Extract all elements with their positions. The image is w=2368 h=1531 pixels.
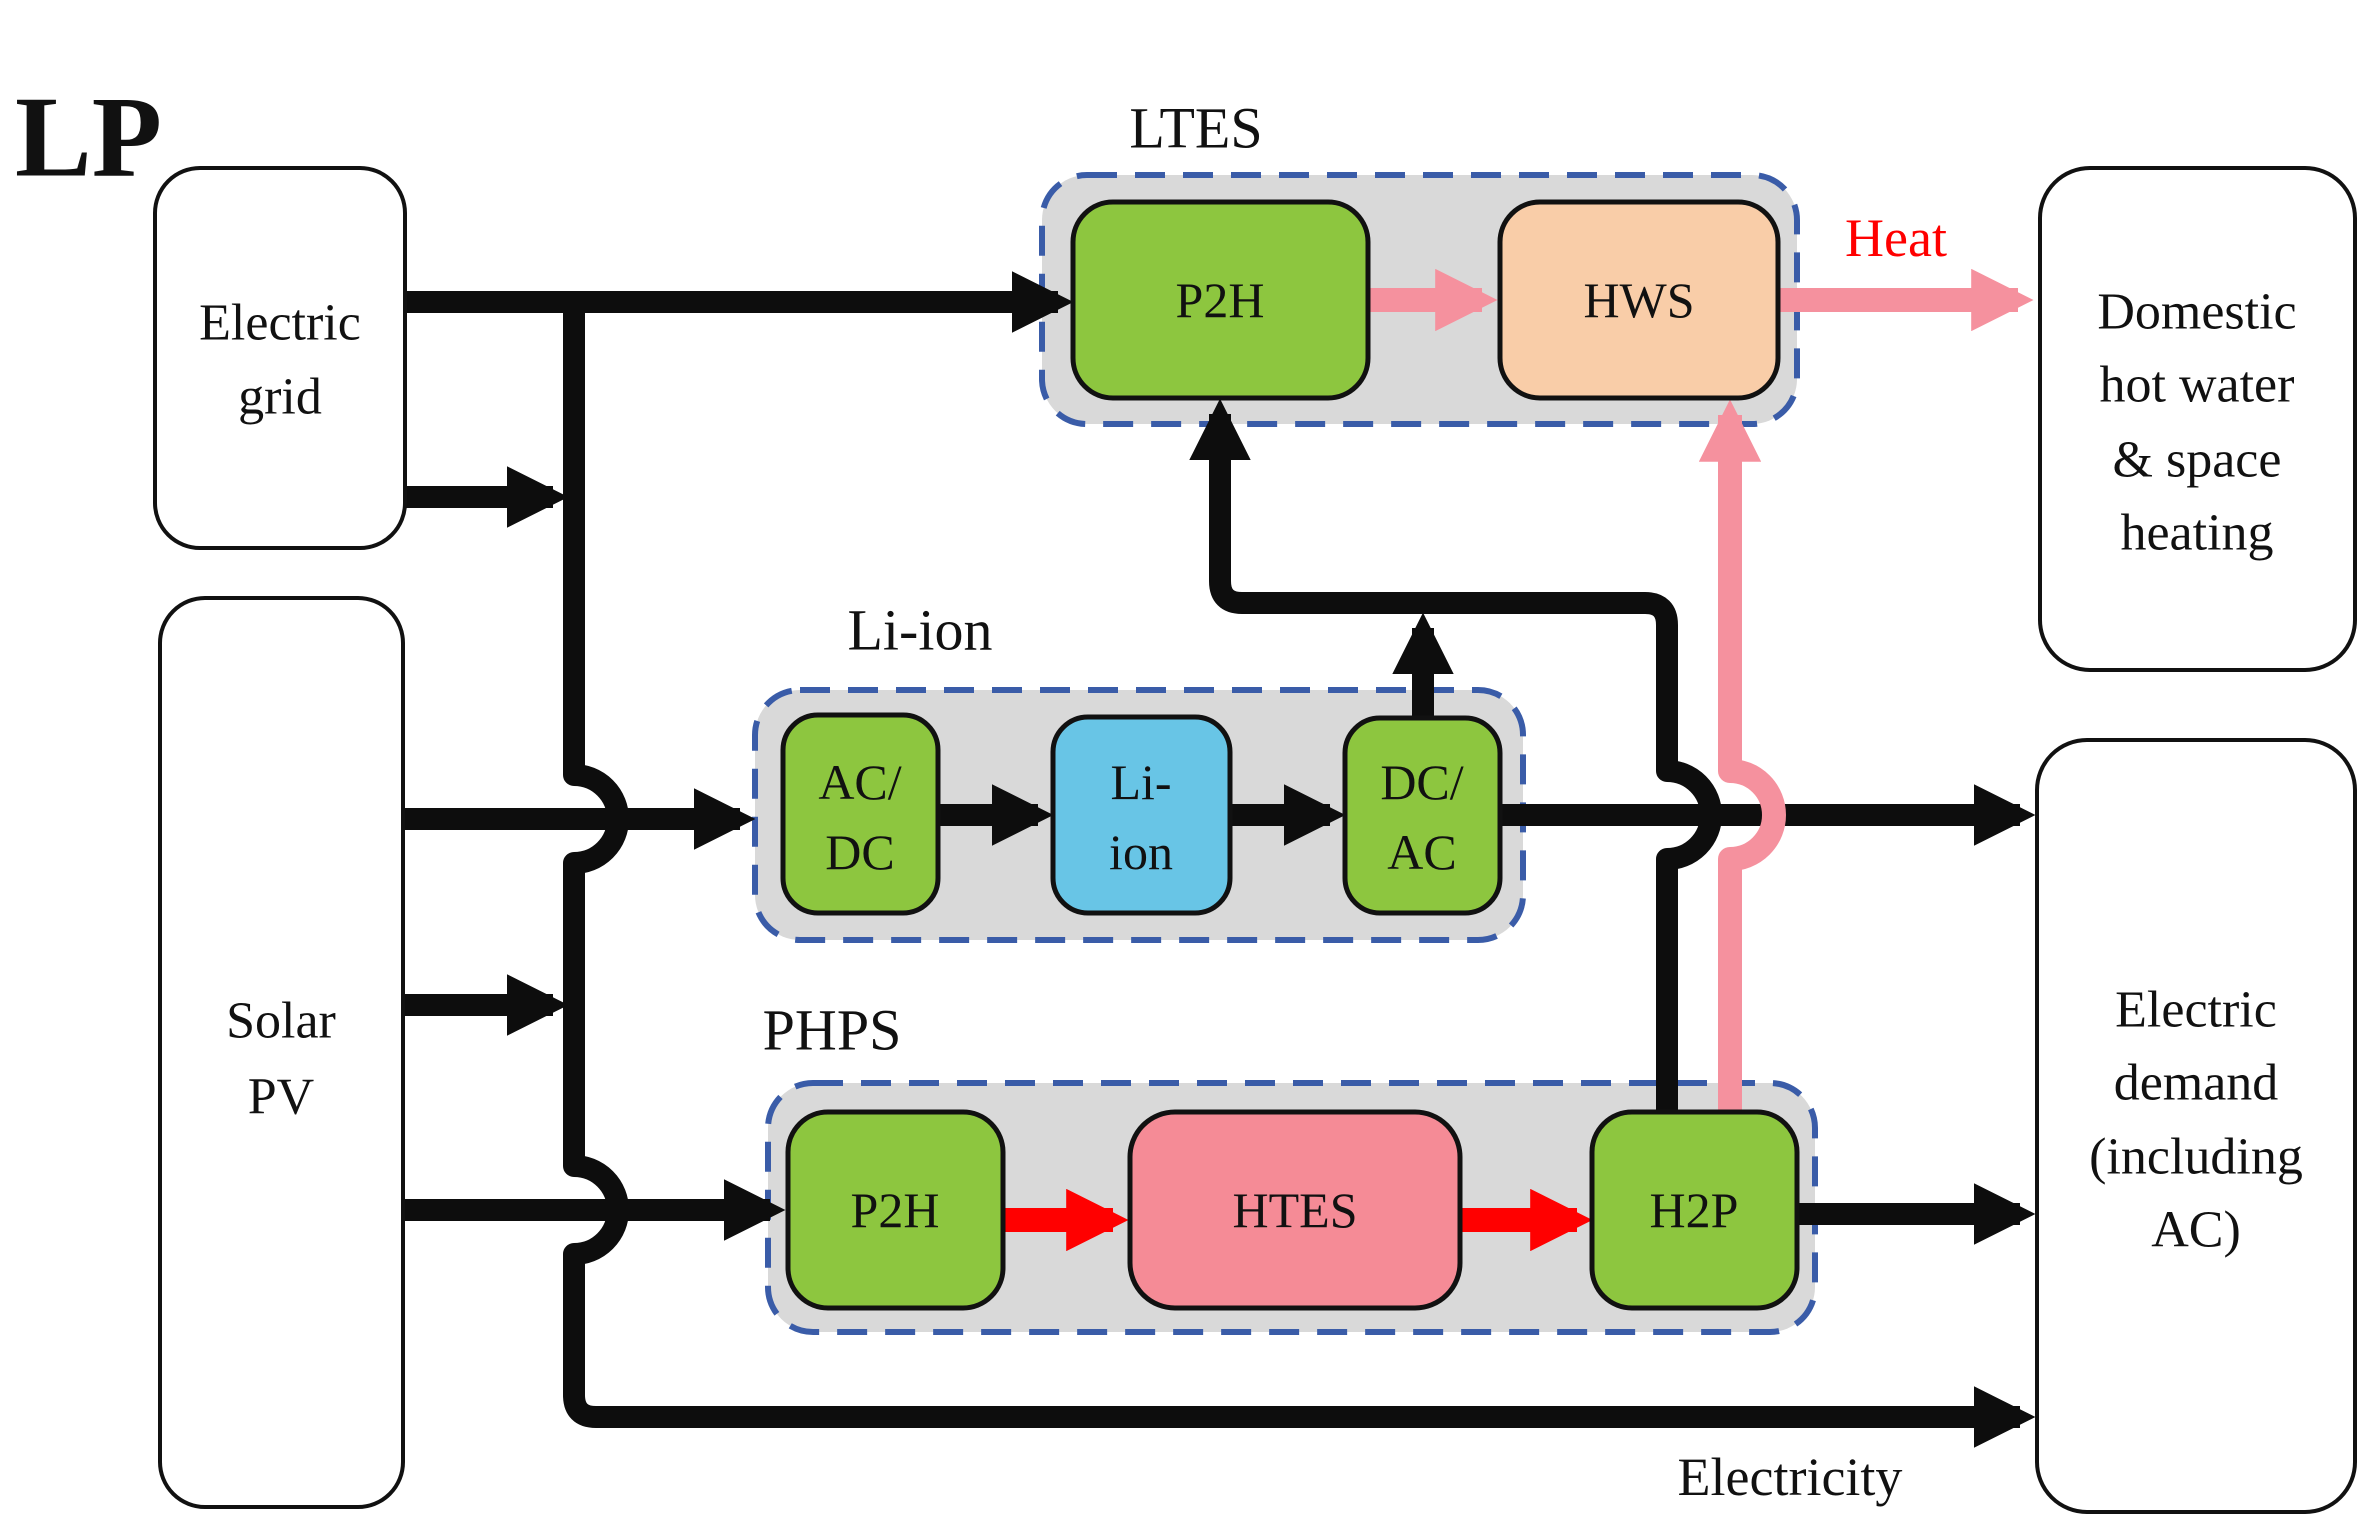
node-label-ac-dc: DC bbox=[825, 824, 894, 880]
node-label-li-ion-cell: ion bbox=[1109, 824, 1173, 880]
node-domestic-hot-water bbox=[2038, 166, 2357, 672]
node-label-electric-grid: Electric bbox=[199, 295, 361, 352]
edge-upper-bus-h2p-to-ltes-p2h bbox=[1189, 398, 1722, 1112]
node-label-ltes-p2h: P2H bbox=[1176, 272, 1265, 328]
node-ltes-p2h bbox=[1070, 199, 1371, 401]
node-label-h2p: H2P bbox=[1650, 1182, 1739, 1238]
node-label-li-ion-cell: Li- bbox=[1110, 754, 1171, 810]
node-label-hws: HWS bbox=[1583, 272, 1694, 328]
node-dc-ac-converter bbox=[1342, 715, 1503, 916]
node-label-dc-ac: AC bbox=[1387, 824, 1456, 880]
node-h2p bbox=[1589, 1109, 1800, 1311]
node-label-electric-demand: demand bbox=[2114, 1055, 2279, 1112]
node-label-electric-demand: (including bbox=[2089, 1129, 2303, 1186]
node-phps-p2h bbox=[785, 1109, 1006, 1311]
node-label-domestic: heating bbox=[2120, 505, 2273, 562]
node-electric-grid bbox=[153, 166, 407, 550]
node-label-domestic: & space bbox=[2113, 432, 2282, 489]
node-label-electric-demand: Electric bbox=[2115, 982, 2277, 1039]
node-label-domestic: Domestic bbox=[2097, 284, 2296, 341]
node-li-ion-battery bbox=[1050, 714, 1233, 916]
node-label-domestic: hot water bbox=[2100, 357, 2295, 414]
node-hws bbox=[1497, 199, 1781, 401]
edge-h2p-to-hws bbox=[1698, 399, 1786, 1112]
node-electric-demand bbox=[2035, 738, 2357, 1514]
edge-label-electricity: Electricity bbox=[1678, 1447, 1903, 1507]
node-htes bbox=[1127, 1109, 1463, 1311]
node-label-electric-demand: AC) bbox=[2151, 1202, 2241, 1259]
edge-left-bus-to-demand-electricity bbox=[563, 291, 2036, 1448]
node-label-ac-dc: AC/ bbox=[818, 754, 901, 810]
node-label-electric-grid: grid bbox=[238, 369, 322, 426]
group-label-phps: PHPS bbox=[763, 998, 902, 1063]
node-label-solar-pv: PV bbox=[248, 1069, 314, 1126]
node-label-phps-p2h: P2H bbox=[851, 1182, 940, 1238]
node-label-solar-pv: Solar bbox=[226, 993, 336, 1050]
edge-label-heat: Heat bbox=[1845, 208, 1947, 268]
diagram-title: LP bbox=[15, 74, 162, 201]
group-label-ltes: LTES bbox=[1129, 96, 1262, 161]
group-label-liion: Li-ion bbox=[848, 598, 993, 663]
node-label-dc-ac: DC/ bbox=[1380, 754, 1463, 810]
node-label-htes: HTES bbox=[1233, 1182, 1358, 1238]
node-solar-pv bbox=[158, 596, 405, 1509]
node-ac-dc-converter bbox=[780, 712, 941, 916]
